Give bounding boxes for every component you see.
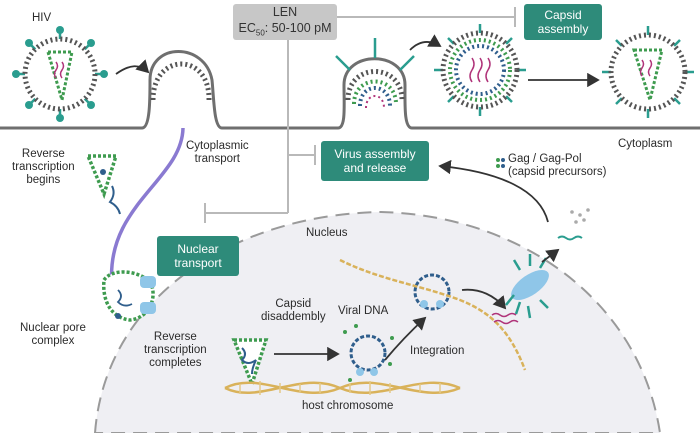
immature-virion — [434, 24, 526, 116]
len-title: LEN — [272, 5, 298, 19]
arrow-bud-to-immature — [409, 34, 442, 51]
microtubule — [109, 127, 185, 286]
cytoplasm-label: Cytoplasm — [618, 138, 673, 150]
nuclear-transport-box: Nuclear transport — [157, 236, 239, 276]
len-ec50: EC50: 50-100 pM — [238, 21, 332, 38]
nuclear-pore-exit — [505, 254, 549, 319]
mrna-exported — [557, 235, 583, 241]
mature-virion — [602, 26, 694, 118]
gag-legend-label: Gag / Gag-Pol(capsid precursors) — [508, 153, 607, 178]
arrow-integration — [384, 316, 427, 361]
gag-legend-icon — [496, 158, 505, 168]
capsid-rt-completes — [231, 338, 269, 390]
hiv-virion — [12, 26, 108, 122]
len-box: LEN EC50: 50-100 pM — [233, 4, 337, 40]
nucleus-label: Nucleus — [306, 227, 348, 239]
capsid-rt-begins — [85, 154, 121, 215]
len-inhibition-lines — [204, 7, 516, 223]
viral-dna-ring — [343, 324, 394, 382]
viral-dna-label: Viral DNA — [338, 305, 389, 317]
budding-particle — [335, 38, 415, 109]
host-chromosome-label: host chromosome — [302, 400, 394, 412]
capsid-at-nuclear-pore — [102, 270, 156, 322]
mrna — [491, 312, 519, 325]
arrow-out-of-nucleus — [541, 248, 560, 263]
host-dna-strand-upper — [339, 258, 527, 371]
integrated-dna-ring — [413, 273, 451, 311]
cell-membrane — [0, 50, 700, 130]
arrow-entry — [115, 59, 150, 75]
host-chromosome — [224, 381, 461, 395]
hiv-label: HIV — [32, 12, 52, 24]
arrow-to-pore-exit — [461, 288, 507, 310]
capsid-assembly-box: Capsid assembly — [524, 4, 602, 40]
virus-assembly-box: Virus assembly and release — [321, 141, 429, 181]
arrow-to-virus-assembly — [438, 159, 549, 223]
integration-label: Integration — [410, 345, 465, 357]
gag-dots — [570, 208, 590, 224]
